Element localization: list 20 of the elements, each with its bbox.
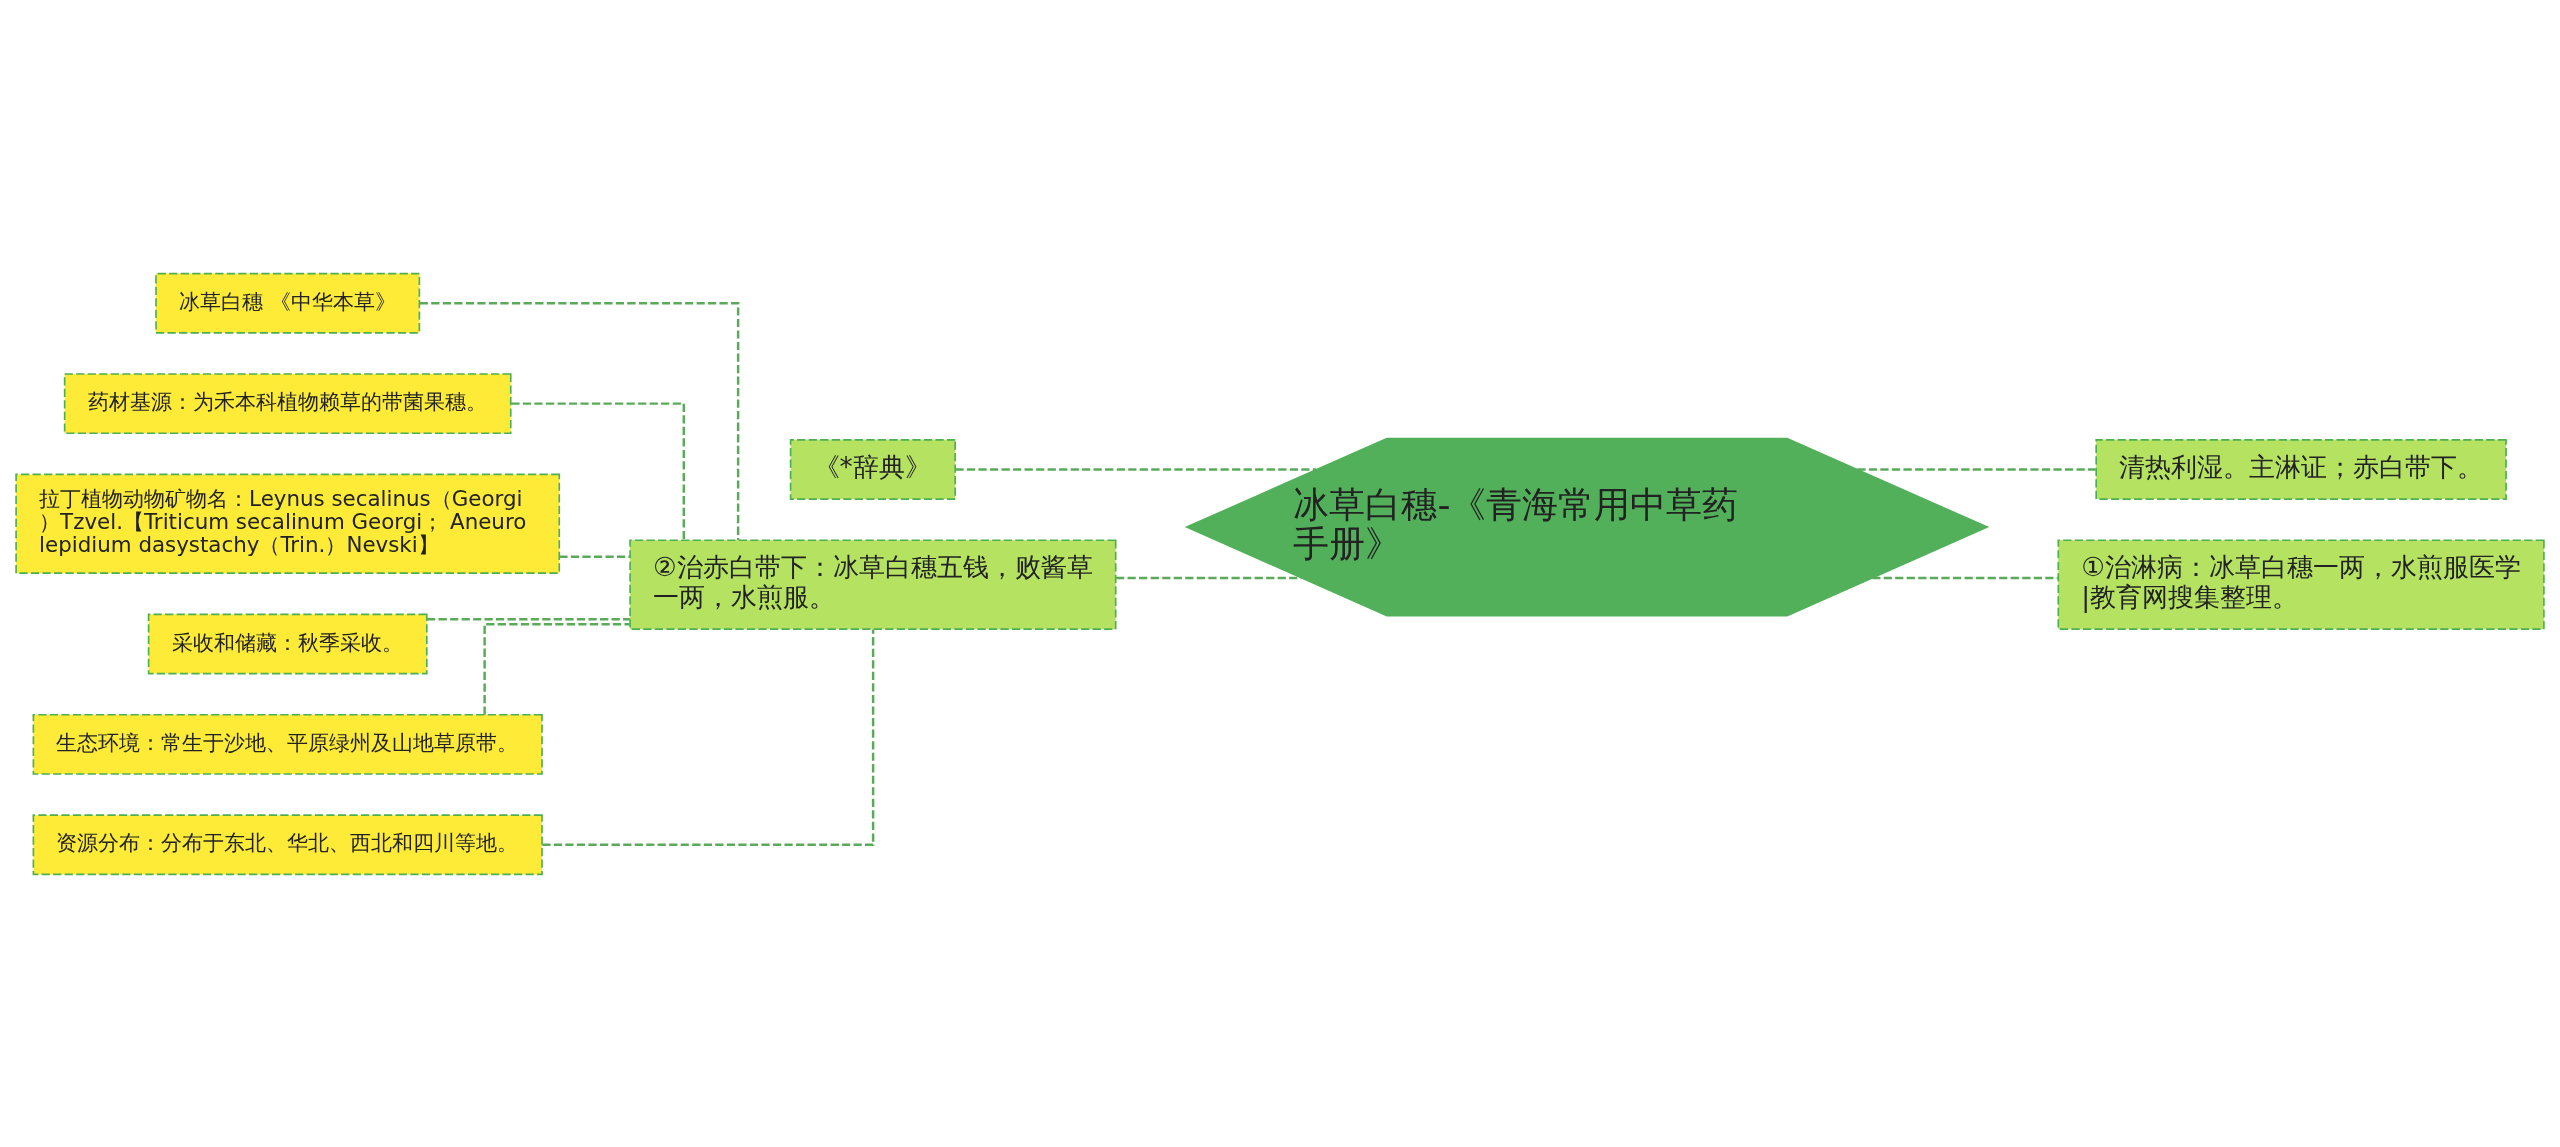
connector — [1116, 576, 1302, 579]
node-box: 清热利湿。主淋证；赤白带下。 — [2095, 438, 2507, 500]
node-box: 资源分布：分布于东北、华北、西北和四川等地。 — [32, 813, 543, 875]
node-box: 《*辞典》 — [789, 438, 957, 500]
node-box: 冰草白穗 《中华本草》 — [155, 272, 421, 334]
node-box: 药材基源：为禾本科植物赖草的带菌果穗。 — [63, 372, 512, 434]
connector — [419, 301, 740, 540]
node-box: 生态环境：常生于沙地、平原绿州及山地草原带。 — [32, 713, 543, 775]
connector — [955, 467, 1317, 471]
connector — [1872, 576, 2059, 579]
connector — [427, 617, 630, 620]
node-box: ①治淋病：冰草白穗一两，水煎服医学|教育网搜集整理。 — [2057, 538, 2545, 630]
node-box: 采收和储藏：秋季采收。 — [147, 613, 428, 674]
connector — [511, 401, 686, 540]
node-box: 拉丁植物动物矿物名：Leynus secalinus（Georgi）Tzvel.【Triticum secalinum Georgi； Aneurolepidium dasystachy（Trin.）Nevski】 — [15, 473, 561, 574]
connector — [542, 628, 875, 846]
node-box: ②治赤白带下：冰草白穗五钱，败酱草一两，水煎服。 — [629, 538, 1117, 630]
connector — [1857, 467, 2096, 471]
connector — [483, 622, 630, 715]
connector — [559, 555, 631, 558]
